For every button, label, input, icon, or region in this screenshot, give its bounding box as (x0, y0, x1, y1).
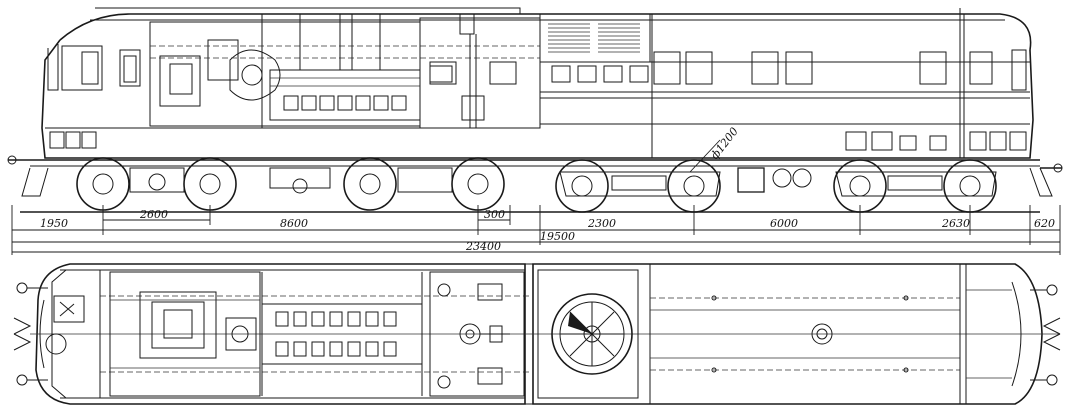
bogie-rear-left (555, 159, 812, 213)
dim-19500: 19500 (540, 230, 575, 243)
wheel-diameter-label: ф1200 (708, 125, 741, 162)
dim-620: 620 (1034, 217, 1055, 230)
side-elevation: ф1200 (7, 7, 1063, 213)
dim-8600: 8600 (280, 217, 308, 230)
dim-6000: 6000 (770, 217, 798, 230)
bogie-rear-right (833, 159, 997, 213)
engine-cylinders-plan (275, 311, 397, 357)
side-windows (429, 49, 1027, 91)
dim-2300: 2300 (587, 217, 616, 230)
dim-2600: 2600 (139, 208, 168, 221)
engine-cylinders (283, 95, 407, 111)
dim-2630: 2630 (941, 217, 970, 230)
cooling-fan (551, 293, 633, 375)
dim-23400: 23400 (465, 240, 501, 253)
dimension-lines: 1950 2600 8600 300 2300 6000 2630 620 19… (11, 205, 1061, 255)
plan-view (13, 263, 1061, 405)
dim-300: 300 (484, 208, 505, 221)
louver-panel (548, 23, 640, 53)
dim-1950: 1950 (40, 217, 68, 230)
